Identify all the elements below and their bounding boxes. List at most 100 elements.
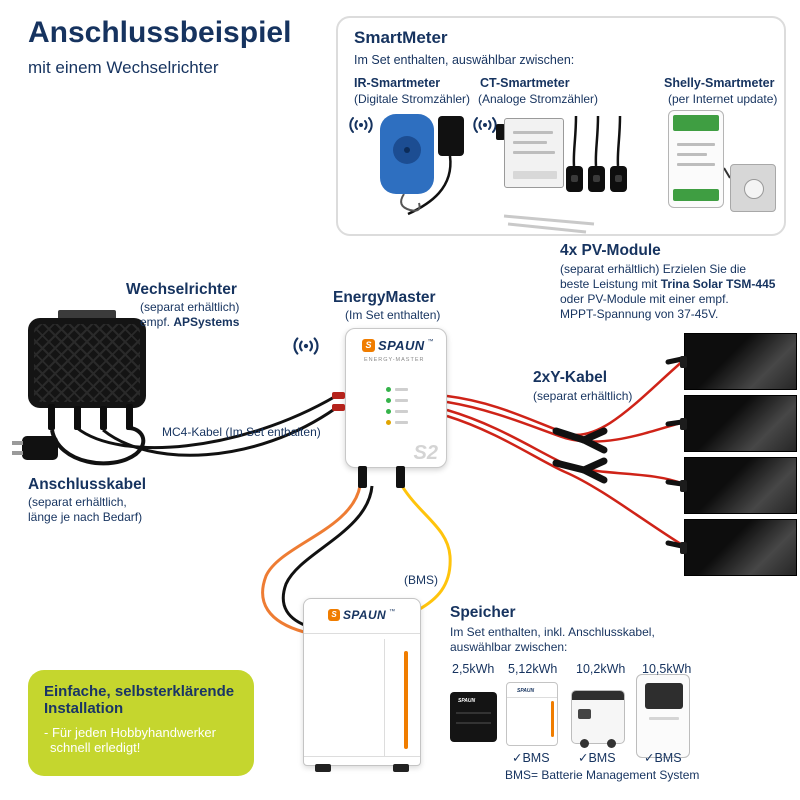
inverter-cable-stub [74,406,81,430]
wechselrichter-recommendation: empf. APSystems [140,315,239,329]
mc4-wire [76,394,337,449]
panel-pigtail-connectors [665,356,685,549]
mc4-cable-label: MC4-Kabel (Im Set enthalten) [162,425,321,439]
speicher-title: Speicher [450,604,516,621]
spaun-logo-icon: S [328,609,340,621]
option-ct-name: CT-Smartmeter [480,76,570,90]
spaun-logo-text: SPAUN [458,698,476,704]
pv-panel [680,519,797,576]
bms-note: BMS= Batterie Management System [505,768,700,782]
trademark: ™ [389,609,396,615]
wechselrichter-availability: (separat erhältlich) [140,300,240,314]
spaun-logo-text: SPAUN [378,338,425,353]
mc4-connector-red [332,404,345,411]
plug-prong [12,451,23,455]
installation-callout: Einfache, selbsterklärende Installation … [28,670,254,776]
page-title: Anschlussbeispiel [28,16,292,49]
spaun-logo-icon: S [362,339,375,352]
pv-title: 4x PV-Module [560,242,661,259]
plug-prong [12,441,23,445]
y-kabel-subtitle: (separat erhältlich) [533,389,633,403]
bms-check: ✓BMS [644,751,682,765]
option-ir-desc: (Digitale Stromzähler) [354,92,471,106]
battery-foot [315,764,331,772]
bms-wire-yellow [400,485,452,612]
bms-wire-label: (BMS) [404,573,438,587]
speicher-sub1: Im Set enthalten, inkl. Anschlusskabel, [450,625,655,639]
pv-panel [680,333,797,390]
pv-panel [680,395,797,452]
rec-prefix: empf. [140,315,174,329]
pv-desc-2: beste Leistung mit Trina Solar TSM-445 [560,277,775,291]
page-subtitle: mit einem Wechselrichter [28,58,219,77]
anschlusskabel-sub2: länge je nach Bedarf) [28,510,143,524]
installation-body-2: schnell erledigt! [50,740,141,755]
shelly-clamp-image [730,164,776,212]
anschlusskabel-title: Anschlusskabel [28,476,147,493]
wifi-icon [472,116,498,139]
ct-clamp-image [610,166,627,192]
mc4-connector-red [332,392,345,399]
spaun-logo-text: SPAUN [343,608,387,622]
pv-panel [680,457,797,514]
installation-body-1: - Für jeden Hobbyhandwerker [44,725,216,740]
y-cable-connectors [552,427,608,484]
device-model-label: ENERGY-MASTER [364,357,425,363]
option-shelly-desc: (per Internet update) [668,92,778,106]
smartmeter-panel: SmartMeter Im Set enthalten, auswählbar … [336,16,786,236]
anschlusskabel-sub1: (separat erhältlich, [28,495,127,509]
ct-meter-antenna [496,124,505,140]
installation-title-1: Einfache, selbsterklärende [44,683,235,700]
inverter-image [28,318,146,408]
installation-title-2: Installation [44,700,124,717]
battery-orange-stripe [404,651,408,749]
battery-option-image [636,674,690,758]
shelly-smartmeter-image [668,110,724,208]
energymaster-device: S SPAUN ™ ENERGY-MASTER S2 [345,328,447,468]
power-adapter-image [438,116,464,156]
pv-desc-3: oder PV-Module mit einer empf. [560,292,729,306]
inverter-cable-stub [126,404,133,430]
trademark: ™ [427,339,434,345]
battery-option-image: SPAUN [506,682,558,746]
inverter-bracket [58,310,116,320]
led-indicators [386,387,408,431]
battery-wire-black [281,485,374,629]
ct-clamp-image [588,166,605,192]
ct-smartmeter-image [504,118,564,188]
y-kabel-title: 2xY-Kabel [533,369,608,386]
capacity-option: 2,5kWh [452,662,495,676]
capacity-option: 10,5kWh [642,662,692,676]
power-plug-image [22,436,58,460]
smartmeter-cords [400,115,731,234]
wifi-icon [348,116,374,139]
ct-clamp-image [566,166,583,192]
battery-option-image [571,690,625,748]
spaun-logo: S SPAUN ™ [328,609,395,621]
battery-tower-image: S SPAUN ™ [303,598,421,766]
smartmeter-title: SmartMeter [354,28,448,47]
inverter-cable-stub [48,404,55,430]
pv-wire-red [446,400,685,443]
spaun-logo: S SPAUN ™ [362,339,434,352]
energymaster-title: EnergyMaster [333,289,436,306]
pv-desc-2a: beste Leistung mit [560,277,661,291]
pv-desc-4: MPPT-Spannung von 37-45V. [560,307,719,321]
anschlusskabel-cord [50,426,146,466]
option-shelly-name: Shelly-Smartmeter [664,76,775,90]
energymaster-port [396,466,405,488]
wechselrichter-title: Wechselrichter [126,281,237,298]
option-ir-name: IR-Smartmeter [354,76,441,90]
capacity-option: 10,2kWh [576,662,626,676]
bms-check: ✓BMS [578,751,616,765]
option-ct-desc: (Analoge Stromzähler) [478,92,599,106]
pv-desc-1: (separat erhältlich) Erzielen Sie die [560,262,747,276]
energymaster-subtitle: (Im Set enthalten) [345,308,441,322]
spaun-logo-text: SPAUN [517,688,535,694]
pv-desc-2b: Trina Solar TSM-445 [660,277,776,291]
speicher-sub2: auswählbar zwischen: [450,640,568,654]
bms-check: ✓BMS [512,751,550,765]
wifi-icon [292,336,320,361]
